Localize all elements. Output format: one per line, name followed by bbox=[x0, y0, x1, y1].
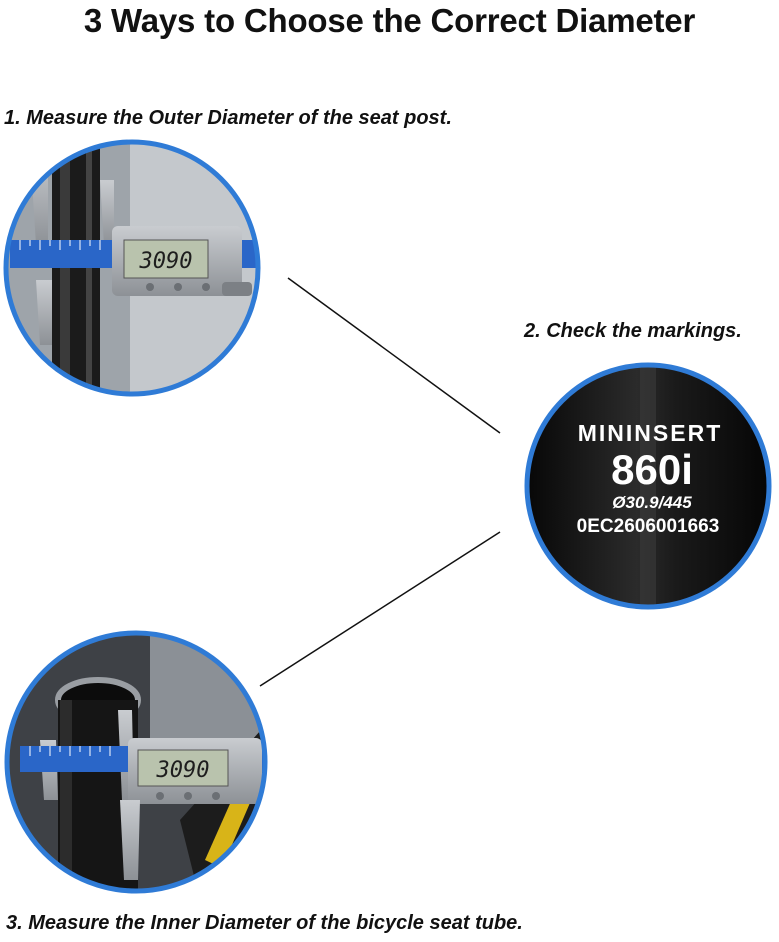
step-1-label: 1. Measure the Outer Diameter of the sea… bbox=[4, 107, 452, 129]
marking-serial: 0EC2606001663 bbox=[577, 516, 720, 537]
caliper-display-3: 3090 bbox=[156, 758, 210, 783]
marking-model: 860i bbox=[611, 446, 693, 493]
connector-line-2 bbox=[259, 531, 501, 687]
photo-inner-diameter: 3090 bbox=[4, 630, 268, 894]
photo-outer-diameter: 3090 bbox=[3, 139, 261, 397]
step-3-label: 3. Measure the Inner Diameter of the bic… bbox=[6, 912, 523, 934]
marking-spec: Ø30.9/445 bbox=[612, 493, 692, 512]
photo-markings: MININSERT 860i Ø30.9/445 0EC2606001663 bbox=[524, 362, 772, 610]
caliper-display-1: 3090 bbox=[139, 249, 193, 274]
step-2-label: 2. Check the markings. bbox=[524, 320, 742, 342]
page-title: 3 Ways to Choose the Correct Diameter bbox=[83, 2, 696, 39]
connector-line-1 bbox=[287, 277, 501, 434]
marking-brand: MININSERT bbox=[578, 420, 723, 446]
